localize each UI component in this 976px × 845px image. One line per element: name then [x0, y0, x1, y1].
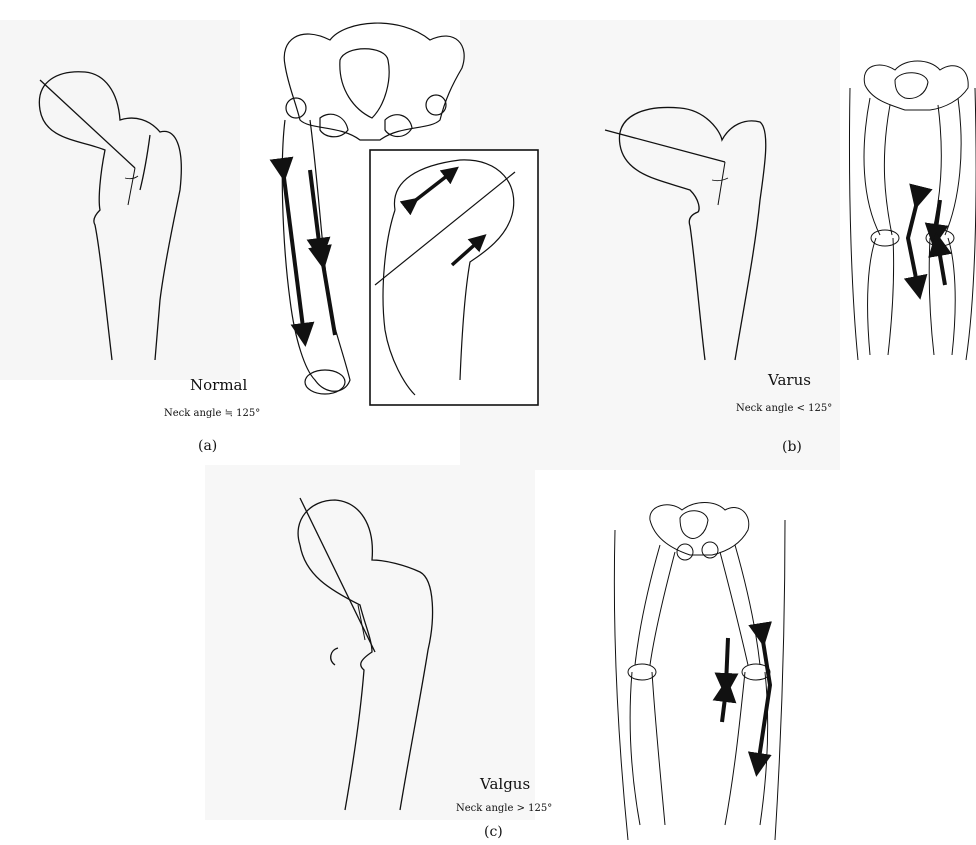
panel-label-a: (a): [198, 438, 217, 454]
varus-legs-skeleton: [849, 61, 976, 360]
normal-angle-text: Neck angle ≒ 125°: [164, 408, 260, 419]
panel-a-background: [0, 20, 240, 380]
varus-angle-text: Neck angle < 125°: [736, 403, 832, 414]
panel-label-b: (b): [782, 439, 802, 455]
valgus-angle-text: Neck angle > 125°: [456, 803, 552, 814]
normal-force-arrows: [283, 170, 335, 335]
femoral-head-inset: [370, 150, 538, 405]
normal-title: Normal: [190, 376, 247, 394]
varus-force-arrows: [908, 198, 945, 288]
panel-label-c: (c): [484, 824, 503, 840]
varus-title: Varus: [768, 371, 811, 389]
valgus-legs-skeleton: [614, 503, 785, 841]
valgus-title: Valgus: [480, 775, 530, 793]
